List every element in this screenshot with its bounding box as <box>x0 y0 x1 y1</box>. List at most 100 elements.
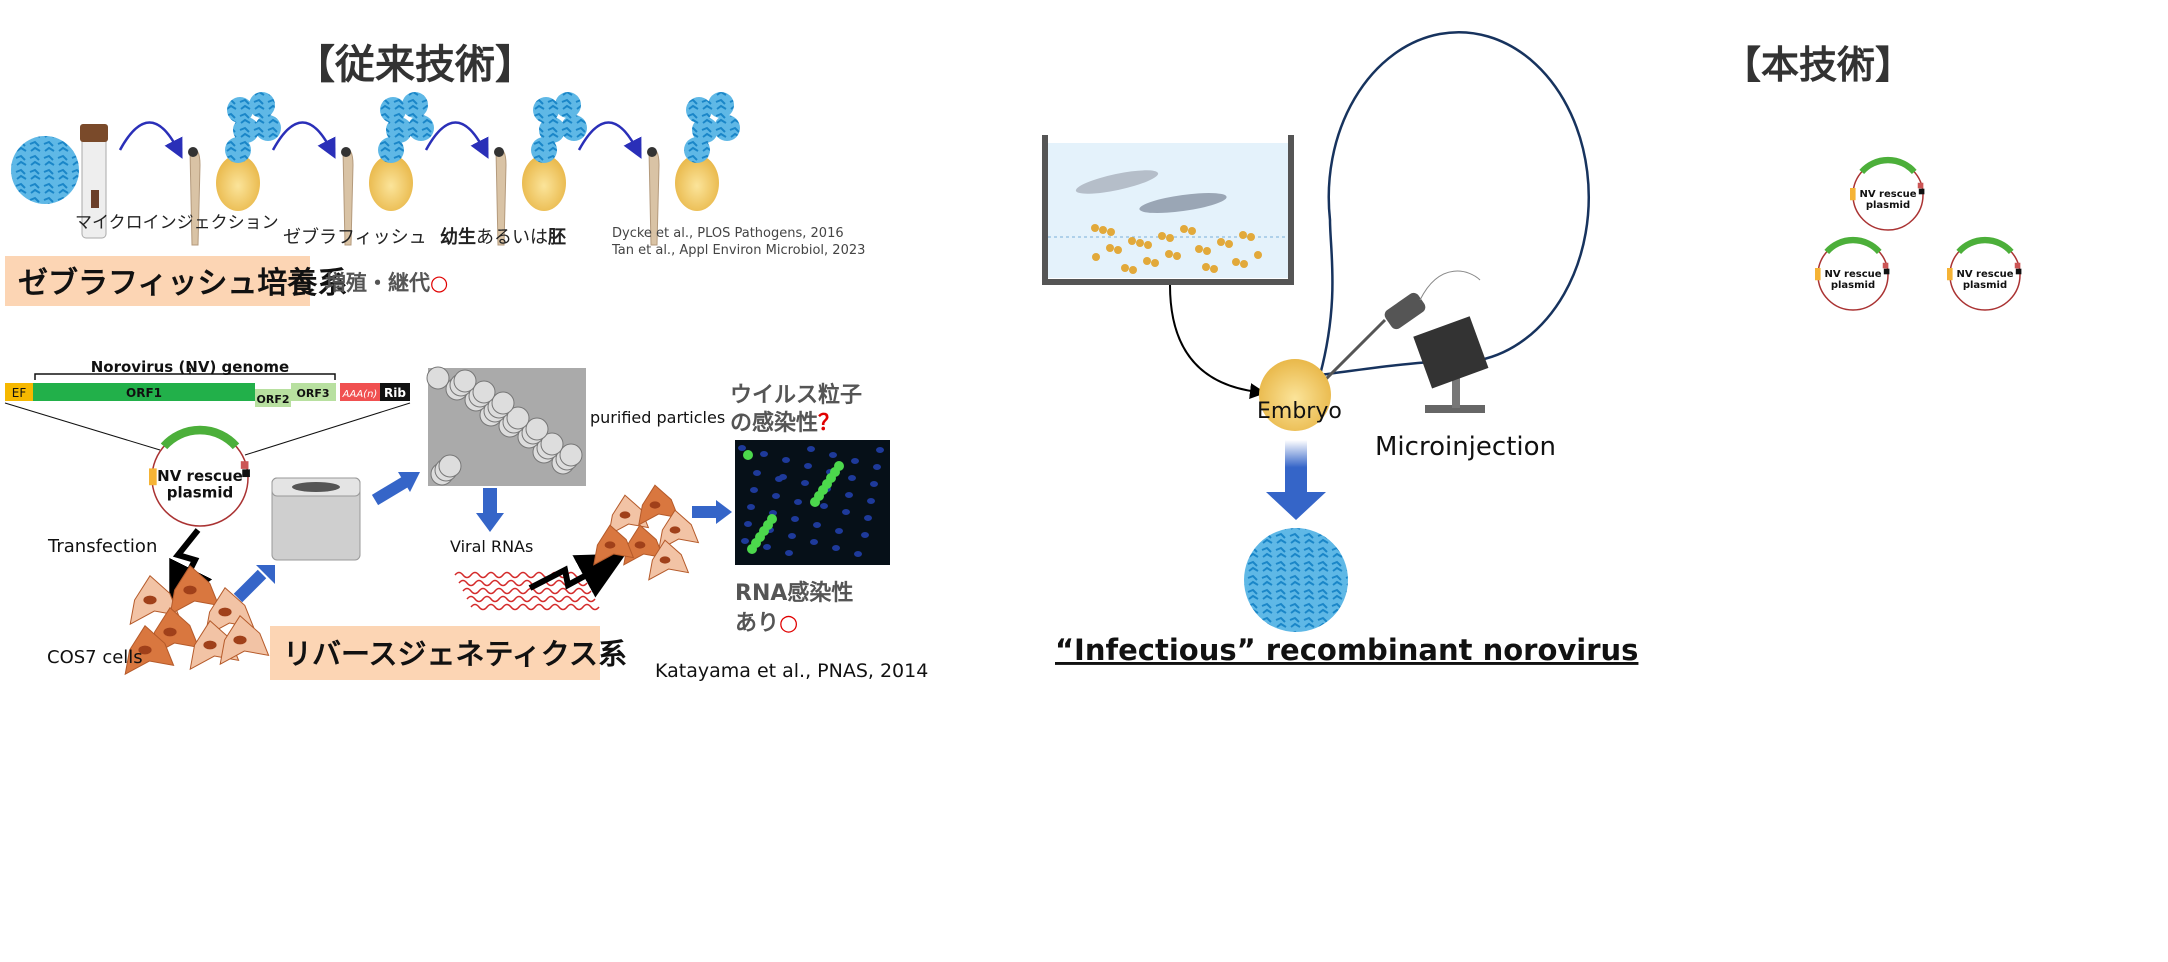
nucleus <box>747 504 755 510</box>
virus-cluster-icon <box>408 115 434 141</box>
segment-orf1 <box>33 383 255 401</box>
virus-cluster-icon <box>714 115 740 141</box>
cell-nucleus <box>203 640 217 650</box>
plasmid-orf-arc <box>1956 236 2014 255</box>
left-title: 【従来技術】 <box>295 42 535 88</box>
virus-cluster-icon <box>533 97 559 123</box>
plasmid-polya <box>2014 262 2021 269</box>
virion <box>453 369 477 393</box>
nucleus <box>744 521 752 527</box>
particle-infectivity-line2: の感染性？ <box>730 410 840 436</box>
egg-icon <box>1143 257 1151 265</box>
nucleus <box>788 533 796 539</box>
fish-tank <box>1042 135 1294 285</box>
larva-eye <box>341 147 351 157</box>
virus-cluster-icon <box>233 117 259 143</box>
egg-icon <box>1091 224 1099 232</box>
arrowhead <box>256 565 275 584</box>
larva-eye <box>494 147 504 157</box>
genome-title: Norovirus (NV) genome <box>91 358 290 376</box>
virion <box>506 406 530 430</box>
viral-rna-label: Viral RNAs <box>450 537 533 556</box>
map-line-left <box>4 402 161 451</box>
nucleus <box>861 532 869 538</box>
egg-icon <box>1247 233 1255 241</box>
cell-nucleus <box>619 511 631 519</box>
nucleus <box>791 516 799 522</box>
nucleus <box>835 528 843 534</box>
egg-icon <box>1158 232 1166 240</box>
virus-cluster-icon <box>531 137 557 163</box>
nucleus <box>763 544 771 550</box>
egg-icon <box>1099 226 1107 234</box>
plasmid-label-line1: NV rescue <box>157 467 243 485</box>
egg-icon <box>1129 266 1137 274</box>
nucleus <box>753 470 761 476</box>
nucleus <box>829 452 837 458</box>
infected-cell <box>767 514 777 524</box>
nucleus <box>870 481 878 487</box>
arrow-to-centrifuge <box>233 569 267 603</box>
positive-mark: ○ <box>430 271 448 295</box>
virus-cluster-icon <box>378 137 404 163</box>
virus-cluster-icon <box>692 117 718 143</box>
fluorescence-micrograph <box>735 440 890 565</box>
plasmid-label-line2: plasmid <box>1866 200 1910 211</box>
cell-nucleus <box>604 541 616 549</box>
citation-dycke: Dycke et al., PLOS Pathogens, 2016 <box>612 226 844 241</box>
virion <box>525 417 549 441</box>
arrowhead <box>476 513 504 532</box>
transfection-label: Transfection <box>47 536 157 557</box>
embryo-icon <box>369 155 413 211</box>
rna-transfection-arrow <box>528 553 627 598</box>
larva-eye <box>647 147 657 157</box>
cell-nucleus <box>143 595 157 605</box>
purified-particles-label: purified particles <box>590 408 725 427</box>
viral-rna-squiggles <box>454 571 600 611</box>
nucleus <box>794 499 802 505</box>
egg-icon <box>1217 238 1225 246</box>
egg-icon <box>1180 225 1188 233</box>
virion <box>472 380 496 404</box>
embryo-label: Embryo <box>1257 399 1342 424</box>
egg-icon <box>1232 258 1240 266</box>
cell-nucleus <box>233 635 247 645</box>
plasmid-promoter <box>149 468 157 486</box>
egg-icon <box>1202 263 1210 271</box>
segment-orf3-label: ORF3 <box>297 387 330 400</box>
rna-infectivity-line2: あり○ <box>735 611 798 636</box>
plasmid-ribozyme <box>1883 268 1890 275</box>
embryo-word: 胚 <box>547 227 566 248</box>
nucleus <box>807 446 815 452</box>
proliferation-result: 増殖・継代○ <box>325 271 448 295</box>
virus-cluster-icon <box>555 92 581 118</box>
segment-polya-label: AAA(n) <box>342 389 378 400</box>
plasmid-polya <box>1882 262 1889 269</box>
plasmid-polya <box>1917 182 1924 189</box>
nucleus <box>867 498 875 504</box>
plasmid-label-line1: NV rescue <box>1956 269 2013 280</box>
cell-nucleus <box>634 541 646 549</box>
nucleus <box>864 515 872 521</box>
plasmid-label-line2: plasmid <box>1831 280 1875 291</box>
nucleus <box>804 463 812 469</box>
nucleus <box>820 503 828 509</box>
virion <box>540 432 564 456</box>
virus-cluster-icon <box>380 97 406 123</box>
segment-polya <box>340 383 380 401</box>
egg-icon <box>1210 265 1218 273</box>
egg-icon <box>1121 264 1129 272</box>
nucleus <box>876 447 884 453</box>
egg-icon <box>1165 250 1173 258</box>
nucleus <box>782 457 790 463</box>
embryo-icon <box>216 155 260 211</box>
virus-cluster-icon <box>225 137 251 163</box>
cell-nucleus <box>183 585 197 595</box>
egg-icon <box>1254 251 1262 259</box>
plasmid-label-line2: plasmid <box>167 484 233 502</box>
